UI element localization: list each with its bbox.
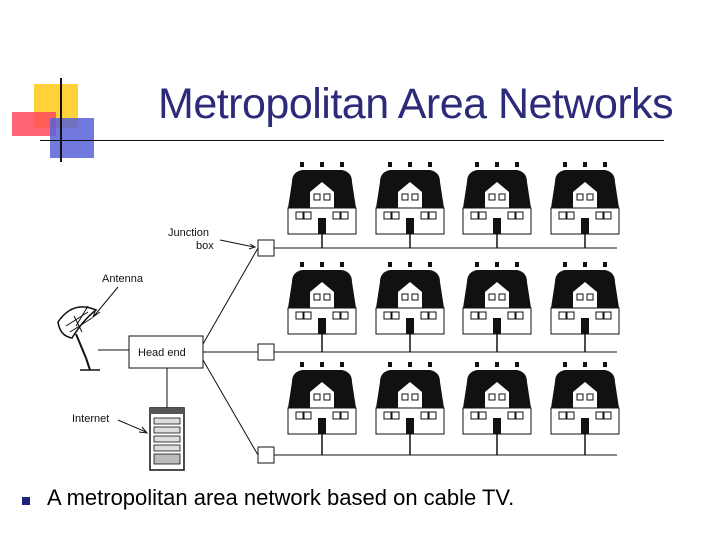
internet-label: Internet — [72, 413, 109, 425]
decor-blue-square — [50, 118, 94, 158]
satellite-dish-icon — [57, 305, 100, 371]
junction-box-icon — [257, 343, 275, 361]
house-icon — [462, 361, 532, 435]
house-icon — [375, 361, 445, 435]
house-icon — [375, 161, 445, 235]
house-icon — [550, 361, 620, 435]
house-icon — [462, 261, 532, 335]
junction-label-line1: Junction — [168, 227, 209, 239]
house-icon — [550, 161, 620, 235]
bullet-square — [22, 497, 30, 505]
house-icon — [287, 261, 357, 335]
house-icon — [550, 261, 620, 335]
network-lines — [98, 234, 617, 456]
headend-label: Head end — [138, 347, 186, 359]
caption-text: A metropolitan area network based on cab… — [47, 485, 515, 510]
house-icon — [287, 361, 357, 435]
cable-line — [202, 359, 259, 456]
cable-line — [202, 247, 259, 345]
server-rack-icon — [149, 407, 185, 471]
decor-vertical-line — [60, 78, 62, 162]
antenna-label: Antenna — [102, 273, 144, 285]
title-underline — [40, 140, 664, 141]
house-icon — [287, 161, 357, 235]
decor-red-bar — [12, 112, 56, 136]
slide-title: Metropolitan Area Networks — [158, 80, 674, 128]
label-pointers — [91, 239, 257, 434]
house-icon — [375, 261, 445, 335]
junction-label-line2: box — [196, 240, 214, 252]
house-icon — [462, 161, 532, 235]
junction-box-icon — [257, 239, 275, 257]
junction-box-icon — [257, 446, 275, 464]
houses-grid — [287, 161, 620, 435]
headend-box — [128, 335, 204, 369]
